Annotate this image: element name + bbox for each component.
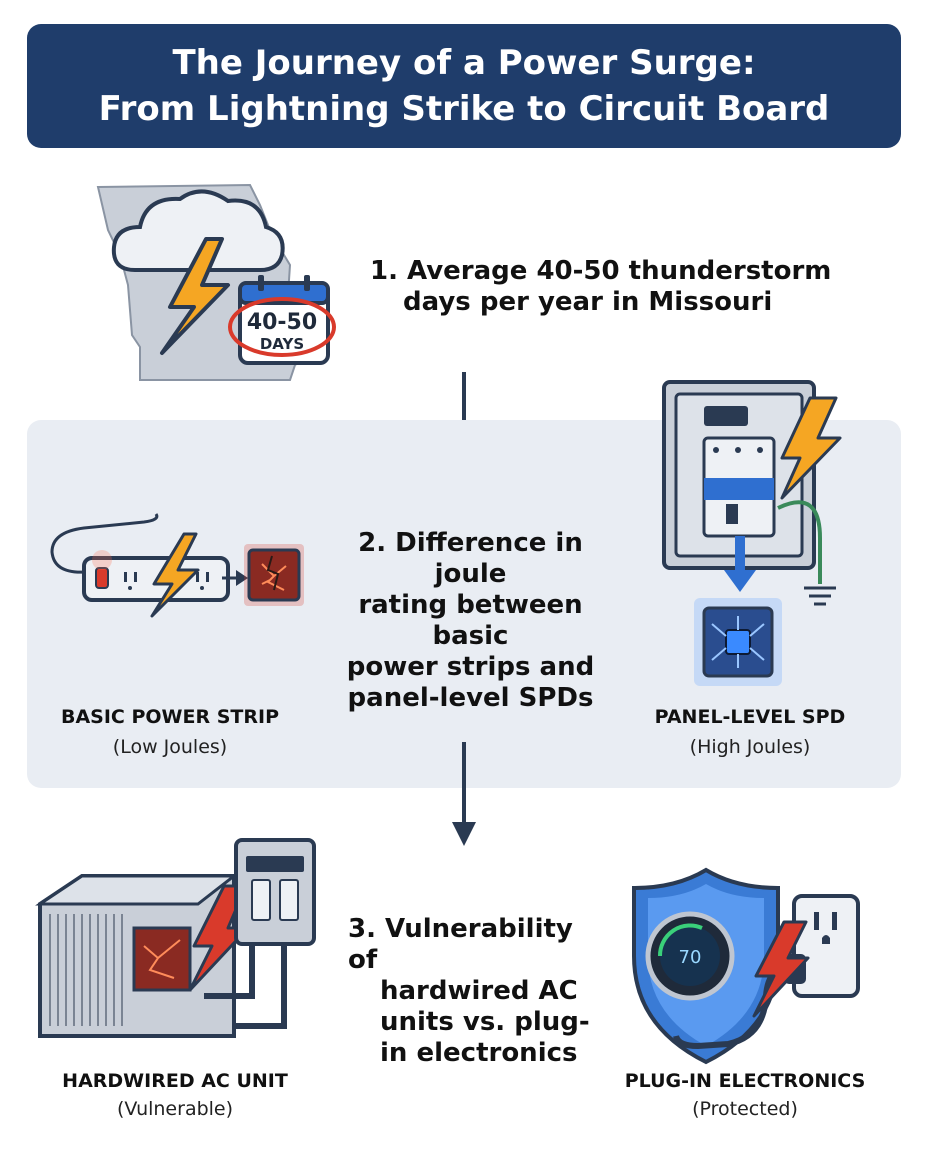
- thermostat-icon: 70: [645, 911, 735, 1001]
- plug-in-electronics-illustration: 70: [632, 867, 860, 1065]
- calendar-value: 40-50: [247, 310, 317, 335]
- power-strip-icon: [50, 513, 230, 618]
- plug-in-label: PLUG-IN ELECTRONICS: [624, 1070, 866, 1092]
- ac-unit-sublabel: (Vulnerable): [116, 1098, 234, 1120]
- arrow-to-chip-icon: [222, 570, 248, 586]
- step-3-line-1: 3. Vulnerability of: [348, 914, 573, 975]
- calendar-unit: DAYS: [260, 335, 304, 353]
- lightning-bolt-icon: [160, 237, 230, 355]
- step-3-line-4: in electronics: [380, 1038, 578, 1068]
- breaker-panel-icon: [662, 380, 842, 686]
- title-banner: The Journey of a Power Surge: From Light…: [27, 24, 901, 148]
- step-1-line-1: 1. Average 40-50 thunderstorm: [370, 256, 832, 286]
- burnt-chip-icon: [244, 544, 304, 606]
- storm-cloud-icon: [111, 189, 285, 273]
- step-2-line-4: panel-level SPDs: [347, 683, 594, 713]
- calendar-icon: 40-50 DAYS: [228, 275, 336, 365]
- step-3-text: 3. Vulnerability of hardwired AC units v…: [348, 914, 598, 1069]
- plug-in-sublabel: (Protected): [692, 1098, 798, 1120]
- ac-unit-label: HARDWIRED AC UNIT: [62, 1070, 288, 1092]
- ac-unit-icon: [35, 838, 316, 1038]
- step-3-line-2: hardwired AC: [380, 976, 578, 1006]
- basic-strip-label: BASIC POWER STRIP: [60, 706, 280, 728]
- down-arrow-icon: [452, 742, 476, 846]
- step-2-text: 2. Difference in joule rating between ba…: [318, 528, 623, 714]
- thermostat-reading: 70: [679, 947, 702, 968]
- step-1-text: 1. Average 40-50 thunderstorm days per y…: [370, 256, 840, 318]
- title-line-2: From Lightning Strike to Circuit Board: [98, 89, 830, 129]
- step-2-line-3: power strips and: [346, 652, 595, 682]
- protected-chip-icon: [694, 598, 782, 686]
- panel-spd-label: PANEL-LEVEL SPD: [654, 706, 846, 728]
- step-3-line-3: units vs. plug-: [380, 1007, 590, 1037]
- missouri-storm-illustration: 40-50 DAYS: [96, 183, 336, 381]
- title-line-1: The Journey of a Power Surge:: [172, 43, 756, 83]
- step-2-line-2: rating between basic: [358, 590, 583, 651]
- step-1-line-2: days per year in Missouri: [403, 287, 773, 317]
- panel-spd-sublabel: (High Joules): [689, 736, 811, 758]
- basic-strip-sublabel: (Low Joules): [112, 736, 228, 758]
- step-2-line-1: 2. Difference in joule: [358, 528, 583, 589]
